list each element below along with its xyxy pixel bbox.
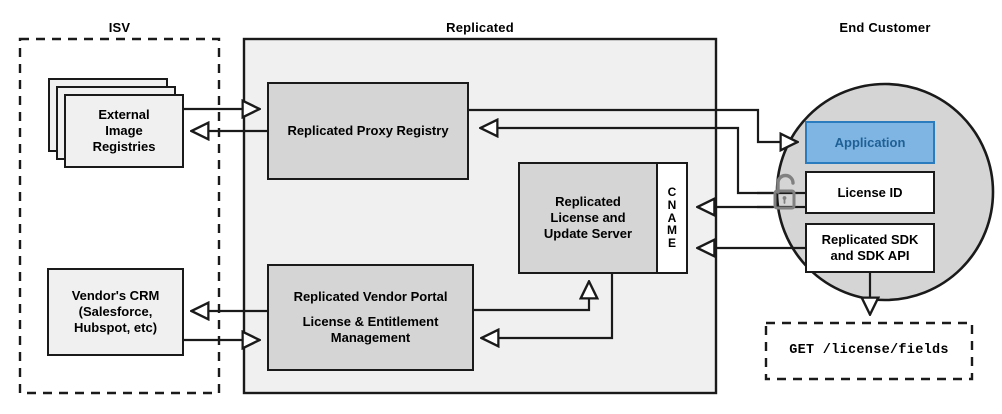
zone-title-isv: ISV [108,20,131,35]
cname-box [656,162,688,274]
cname-letter-n: N [667,197,677,212]
zone-title-replicated: Replicated [446,20,514,35]
cname-letter-a: A [667,210,677,225]
connector-proxy-to-application [468,108,798,142]
connector-license-server-to-vendor-portal [481,273,614,338]
zone-title-end-customer: End Customer [839,20,931,35]
connector-vendor-portal-to-license-server [473,281,589,312]
replicated-license-update-server-box [518,162,658,274]
replicated-vendor-portal-box [267,264,474,371]
external-registries-box [64,94,184,168]
unlock-icon [773,173,796,210]
license-id-box [805,171,935,214]
api-request-box [764,321,974,381]
zone-isv [18,37,221,395]
application-box [805,121,935,164]
cname-letter-m: M [667,223,677,238]
cname-letter-e: E [667,236,676,251]
cname-letter-c: C [667,184,677,199]
vendors-crm-box [47,268,184,356]
replicated-proxy-registry-box [267,82,469,180]
replicated-sdk-box [805,223,935,273]
cname-label: C N A M E [657,163,687,273]
